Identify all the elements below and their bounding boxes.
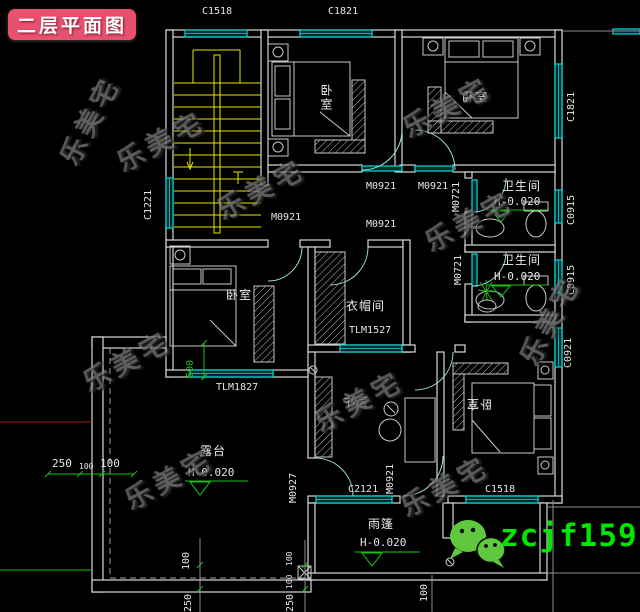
window-label-c1821-right: C1821 — [566, 91, 577, 122]
level-terrace: H-0.020 — [188, 466, 235, 479]
drawing-title: 二层平面图 — [8, 9, 136, 40]
door-label-m0721-bath2: M0721 — [453, 254, 464, 285]
dim-left-100a: 100 — [79, 462, 94, 471]
dim-600: 600 — [185, 359, 196, 378]
symbols — [297, 365, 455, 580]
window-label-c1821-top: C1821 — [328, 6, 359, 17]
window-label-tlm1827: TLM1827 — [216, 382, 259, 393]
plant — [477, 279, 497, 301]
room-label-study: 书房 — [343, 395, 370, 409]
room-label-bedroom-top-mid: 卧室 — [319, 84, 333, 112]
window-label-c2121-bottom: C2121 — [348, 484, 379, 495]
level-markers — [185, 209, 549, 567]
door-label-m0927: M0927 — [288, 472, 299, 503]
dim-bl-100: 100 — [181, 551, 192, 570]
window-label-tlm1527: TLM1527 — [349, 325, 392, 336]
desk — [378, 397, 436, 463]
staircase — [174, 49, 261, 234]
window-label-c0915-right-1: C0915 — [566, 194, 577, 225]
dim-left-100b: 100 — [100, 457, 120, 470]
bed-left — [169, 245, 275, 363]
windows — [165, 28, 640, 504]
window-label-c1518-top: C1518 — [202, 6, 233, 17]
room-label-bathroom-2: 卫生间 — [502, 253, 542, 267]
window-label-c0915-right-2: C0915 — [566, 264, 577, 295]
door-label-m0921-topmid: M0921 — [366, 181, 397, 192]
wechat-id-text: zcjf159 — [500, 518, 638, 554]
bed-bottom-right — [452, 361, 554, 475]
reference-lines — [0, 30, 640, 612]
door-label-m0721-bath1: M0721 — [451, 181, 462, 212]
door-label-m0921-topright: M0921 — [418, 181, 449, 192]
door-label-m0921-left: M0921 — [271, 212, 302, 223]
door-label-m0921-bottom: M0921 — [385, 463, 396, 494]
door-label-m0921-cloak: M0921 — [366, 219, 397, 230]
window-label-c1221-left: C1221 — [143, 189, 154, 220]
bed-top-middle — [267, 43, 366, 157]
room-label-bedroom-left: 卧室 — [226, 288, 253, 302]
sink-1 — [475, 218, 505, 238]
wardrobe — [314, 251, 346, 345]
toilet-1 — [523, 201, 549, 238]
room-label-canopy: 雨篷 — [368, 517, 395, 531]
dim-left-250: 250 — [52, 457, 72, 470]
window-label-c1518-bottom: C1518 — [485, 484, 516, 495]
level-canopy: H-0.020 — [360, 536, 407, 549]
dim-bc-250: 250 — [285, 593, 296, 612]
room-label-cloakroom: 衣帽间 — [346, 299, 386, 313]
room-label-bedroom-top-right: 卧室 — [462, 90, 489, 104]
dim-canopy-100: 100 — [419, 583, 430, 602]
dim-bc-100a: 100 — [285, 551, 294, 566]
room-label-bathroom-1: 卫生间 — [502, 179, 542, 193]
bookshelf — [314, 376, 333, 458]
dim-bc-100b: 100 — [285, 574, 294, 589]
wechat-icon — [450, 520, 506, 568]
window-label-c0921-right: C0921 — [563, 337, 574, 368]
dim-bl-250: 250 — [183, 593, 194, 612]
level-bathroom-2: H-0.020 — [494, 270, 541, 283]
room-label-bedroom-bottom-right: 卧室 — [466, 397, 493, 411]
furniture — [169, 37, 554, 580]
plant-pot — [477, 299, 497, 313]
bed-top-right — [422, 37, 541, 134]
room-label-terrace: 露台 — [200, 444, 227, 458]
level-bathroom-1: H-0.020 — [494, 195, 541, 208]
